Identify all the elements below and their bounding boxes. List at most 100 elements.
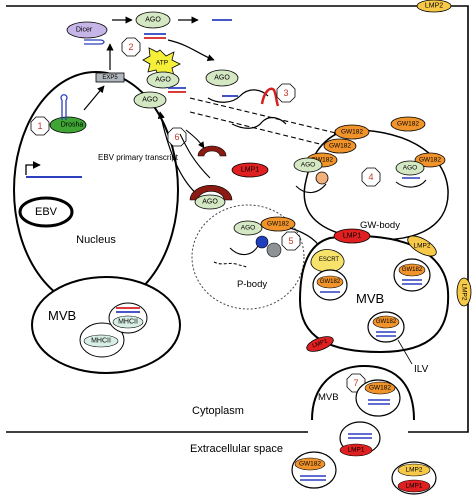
decay-arc-1 xyxy=(197,145,227,157)
dashed-arrow-2 xyxy=(189,111,337,150)
lmp1-exosome-1-label: LMP1 xyxy=(348,447,365,454)
ago-risc-label: AGO xyxy=(214,75,230,82)
extracellular-space-label: Extracellular space xyxy=(190,443,283,455)
step-3-marker xyxy=(276,83,296,103)
pre-mirna-hairpin xyxy=(84,39,105,45)
mrna-target-1 xyxy=(207,89,269,103)
gw182-ilv-1 xyxy=(316,275,344,289)
gw182-exosome-2 xyxy=(294,457,326,471)
step-2-label: 2 xyxy=(128,42,133,52)
gw182-gwbody-2 xyxy=(390,116,426,132)
mrna-gwbody xyxy=(295,183,327,194)
mhcii-2 xyxy=(112,315,144,329)
mvb-fusing-label: MVB xyxy=(318,392,339,403)
mvb-right-label: MVB xyxy=(356,291,384,306)
escrt xyxy=(310,249,345,273)
ago-risc xyxy=(205,69,239,87)
exp5 xyxy=(95,72,125,83)
step-1-label: 1 xyxy=(37,121,42,131)
degraded-mrna xyxy=(213,261,249,269)
gw182-pbody xyxy=(260,216,296,232)
mrna-gwbody-2 xyxy=(395,179,427,188)
step-4-label: 4 xyxy=(368,172,373,182)
to-decay-arrow xyxy=(185,129,205,149)
nucleus-label: Nucleus xyxy=(76,234,116,246)
step-1-marker xyxy=(30,116,50,136)
pbody-protein-blue xyxy=(255,235,269,249)
ago-middle-1-label: AGO xyxy=(155,77,171,84)
decapping-complex xyxy=(315,171,329,185)
lmp2-membrane-label: LMP2 xyxy=(461,284,468,301)
p-body xyxy=(191,204,305,310)
ago-gwbody-1-label: AGO xyxy=(301,162,315,169)
lmp1-membrane-label: LMP1 xyxy=(312,338,329,349)
gw182-gwbody-1 xyxy=(334,124,370,140)
gw182-gwbody-3-label: GW182 xyxy=(329,143,351,150)
gw182-gwbody-1-label: GW182 xyxy=(341,129,363,136)
ebv-primary-transcript-label: EBV primary transcript xyxy=(98,153,179,162)
gw-body-label: GW-body xyxy=(360,220,400,231)
ago-gwbody-1 xyxy=(293,157,323,173)
cleaved-mrna xyxy=(260,87,280,107)
step-4-marker xyxy=(361,167,381,187)
cytoplasm-label: Cytoplasm xyxy=(192,405,244,417)
step-6-label: 6 xyxy=(174,132,179,142)
ilv-pointer xyxy=(397,339,413,365)
export-arrow xyxy=(83,85,105,111)
dicer xyxy=(66,21,108,39)
gw182-gwbody-5 xyxy=(414,152,446,168)
ebv-episome xyxy=(18,196,74,228)
step-5-marker xyxy=(281,231,301,251)
step-5-label: 5 xyxy=(288,236,293,246)
gw182-gwbody-2-label: GW182 xyxy=(397,121,419,128)
step-3-label: 3 xyxy=(283,88,288,98)
ago-middle-2 xyxy=(133,91,167,109)
gw182-exosome-2-label: GW182 xyxy=(299,461,321,468)
lmp1-mvb xyxy=(333,228,371,244)
lmp1-cytoplasm-label: LMP1 xyxy=(241,167,259,174)
ago-loading-label: AGO xyxy=(145,17,161,24)
mhcii-1 xyxy=(83,334,119,348)
lmp2-mvb xyxy=(407,235,437,257)
dashed-arrow-1 xyxy=(189,97,341,136)
lmp2-membrane xyxy=(456,277,472,307)
gw182-gwbody-5-label: GW182 xyxy=(419,157,441,164)
drosha-label: Drosha xyxy=(61,122,84,129)
gw182-ilv-1-label: GW182 xyxy=(320,279,341,285)
gw182-ilv-3-label: GW182 xyxy=(376,319,397,325)
gw182-fusing-label: GW182 xyxy=(369,385,391,392)
drosha xyxy=(49,116,87,134)
cell-membrane xyxy=(6,5,469,433)
gw182-gwbody-3 xyxy=(323,138,357,154)
mhcii-2-label: MHCII xyxy=(118,319,138,326)
ago-pbody-top xyxy=(194,194,226,210)
dicer-label: Dicer xyxy=(76,27,93,34)
ebv-label: EBV xyxy=(35,206,58,218)
recycle-arrow-2 xyxy=(179,133,211,179)
pbody-protein-gray xyxy=(266,242,282,258)
ago-middle-1 xyxy=(146,71,180,89)
exp5-label: EXP5 xyxy=(102,75,118,81)
lmp2-top-label: LMP2 xyxy=(425,3,443,10)
lmp2-exosome-3 xyxy=(397,463,431,477)
mrna-target-2 xyxy=(231,116,287,129)
ago-pbody-label: AGO xyxy=(241,225,255,232)
ago-pbody-top-label: AGO xyxy=(202,199,218,206)
lmp1-mvb-label: LMP1 xyxy=(343,233,361,240)
gw182-ilv-2-label: GW182 xyxy=(402,267,423,273)
ago-middle-2-label: AGO xyxy=(142,97,158,104)
step-6-marker xyxy=(167,127,187,147)
lmp1-exosome-3 xyxy=(397,479,431,493)
gw182-gwbody-4-label: GW182 xyxy=(311,157,333,164)
atp-label: ATP xyxy=(156,60,168,67)
transcription-start-arrow xyxy=(25,161,41,175)
mhcii-1-label: MHCII xyxy=(91,338,111,345)
gw182-ilv-3 xyxy=(372,315,400,329)
gw182-pbody-label: GW182 xyxy=(267,221,289,228)
lmp1-membrane xyxy=(306,336,334,352)
step-7-label: 7 xyxy=(353,378,358,388)
lmp2-exosome-3-label: LMP2 xyxy=(406,467,423,474)
ago-gwbody-2 xyxy=(395,160,425,176)
mrna-pbody xyxy=(229,245,259,256)
lmp1-cytoplasm xyxy=(231,162,269,178)
